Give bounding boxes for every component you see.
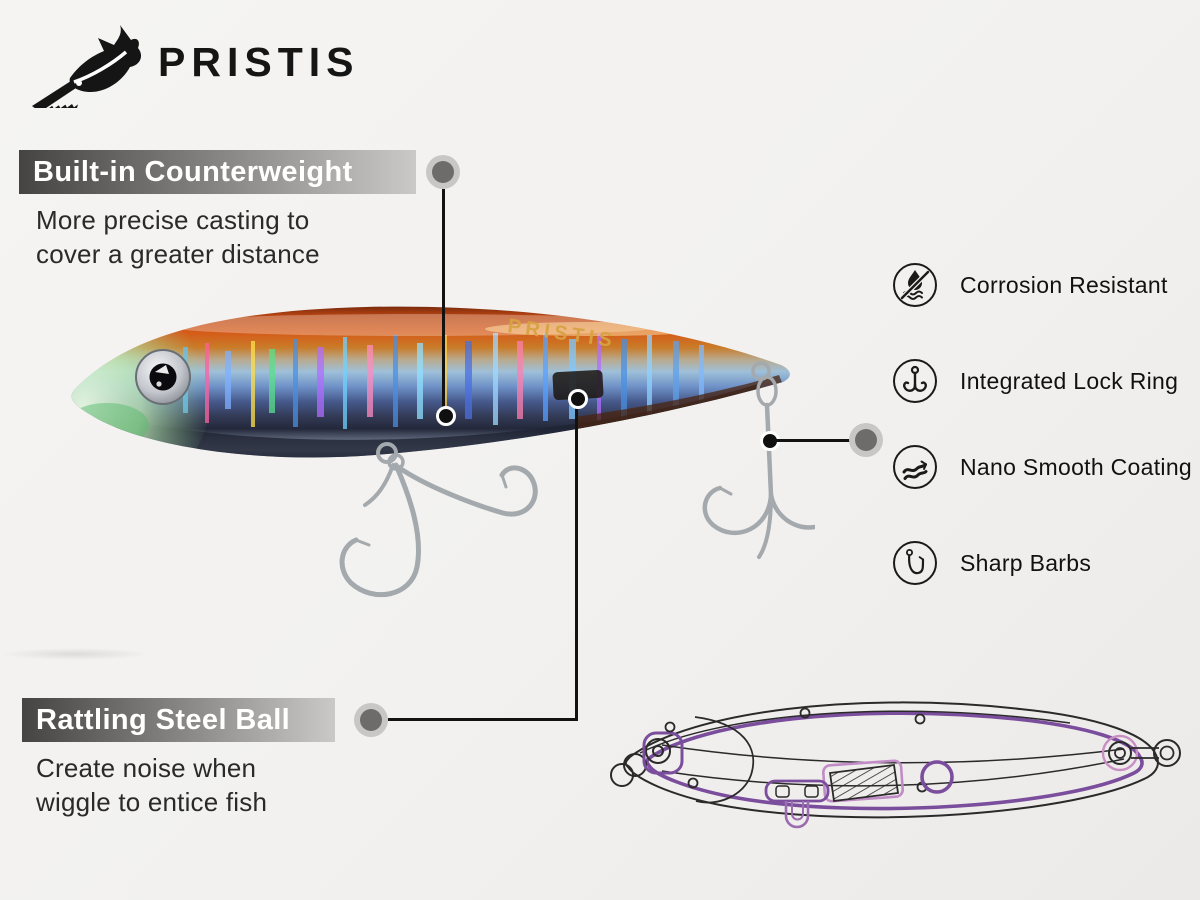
feature-nano-smooth-coating: Nano Smooth Coating xyxy=(892,444,1192,490)
drawing-counterweight xyxy=(828,763,900,803)
lure-technical-drawing xyxy=(610,701,1181,829)
drawing-nose-liner xyxy=(642,731,684,775)
feature-label: Nano Smooth Coating xyxy=(960,453,1193,480)
callout-ring-dot-counterweight xyxy=(426,155,460,189)
callout-ring-dot-tail-hook xyxy=(849,423,883,457)
feature-sharp-barbs: Sharp Barbs xyxy=(892,540,1091,586)
desc-line: cover a greater distance xyxy=(36,239,320,269)
no-corrosion-droplet-icon xyxy=(893,263,937,307)
connector-line-counterweight xyxy=(442,189,445,416)
feature-label: Corrosion Resistant xyxy=(960,271,1168,298)
pin-dot-counterweight xyxy=(436,406,456,426)
treble-hook-icon xyxy=(893,359,937,403)
connector-line-tail-hook xyxy=(774,439,850,442)
lure-eye xyxy=(135,349,191,405)
pin-dot-rattling-ball xyxy=(568,389,588,409)
background-smudge xyxy=(0,648,150,660)
brand-logo: PRISTIS xyxy=(30,16,359,108)
callout-title-counterweight: Built-in Counterweight xyxy=(19,150,416,194)
drawing-nose-eyelet xyxy=(610,738,671,787)
connector-line-rattling-vertical xyxy=(575,399,578,721)
brand-wordmark: PRISTIS xyxy=(158,38,360,85)
callout-title-rattling-ball: Rattling Steel Ball xyxy=(22,698,335,742)
drawing-steel-ball xyxy=(920,760,954,794)
callout-ring-dot-rattling-ball xyxy=(354,703,388,737)
feature-label: Integrated Lock Ring xyxy=(960,367,1179,394)
feature-label: Sharp Barbs xyxy=(960,549,1092,576)
connector-line-rattling-horizontal xyxy=(388,718,578,721)
feature-integrated-lock-ring: Integrated Lock Ring xyxy=(892,358,1178,404)
drawing-head-chamber xyxy=(694,716,755,804)
drawing-inner-liner xyxy=(645,711,1144,811)
callout-ring-dot-core xyxy=(855,429,877,451)
callout-desc-counterweight: More precise casting to cover a greater … xyxy=(36,203,320,271)
fish-hook-icon xyxy=(893,541,937,585)
callout-desc-rattling-ball: Create noise when wiggle to entice fish xyxy=(36,751,267,819)
sawfish-logo-icon xyxy=(32,25,142,108)
drawing-tail-eyelet xyxy=(1101,734,1181,772)
smooth-flow-icon xyxy=(893,445,937,489)
desc-line: wiggle to entice fish xyxy=(36,787,268,817)
belly-treble-hook xyxy=(339,442,538,598)
callout-ring-dot-core xyxy=(432,161,454,183)
lure-photo: PRISTIS xyxy=(71,306,815,598)
drawing-outline xyxy=(624,701,1159,819)
drawing-belly-hanger xyxy=(764,779,830,829)
desc-line: Create noise when xyxy=(36,753,257,783)
feature-corrosion-resistant: Corrosion Resistant xyxy=(892,262,1168,308)
callout-ring-dot-core xyxy=(360,709,382,731)
desc-line: More precise casting to xyxy=(36,205,310,235)
